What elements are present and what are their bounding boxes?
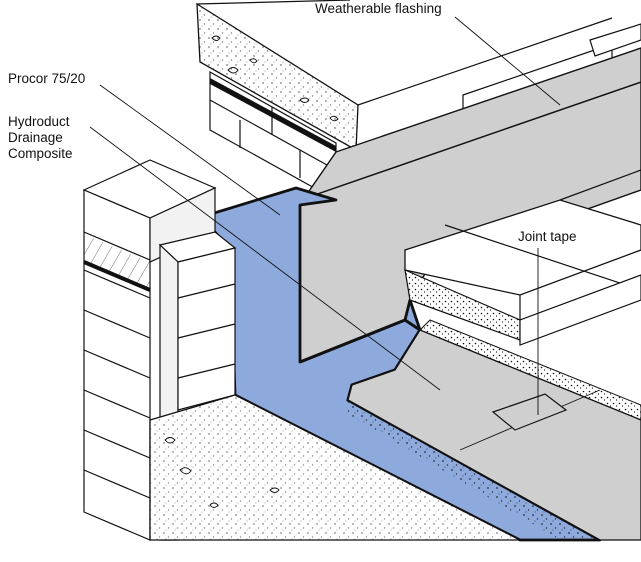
label-hydroduct-line2: Drainage <box>8 130 63 145</box>
concrete-base-slab <box>149 394 521 541</box>
label-hydroduct-line3: Composite <box>8 146 73 161</box>
paving-slabs <box>345 169 641 541</box>
label-procor: Procor 75/20 <box>8 71 85 86</box>
left-brick-wall <box>82 159 217 541</box>
joint-tape <box>491 393 568 431</box>
label-weatherable-flashing: Weatherable flashing <box>315 1 442 16</box>
label-hydroduct-line1: Hydroduct <box>8 114 70 129</box>
leader-lines <box>89 16 561 415</box>
label-joint-tape: Joint tape <box>518 229 577 244</box>
